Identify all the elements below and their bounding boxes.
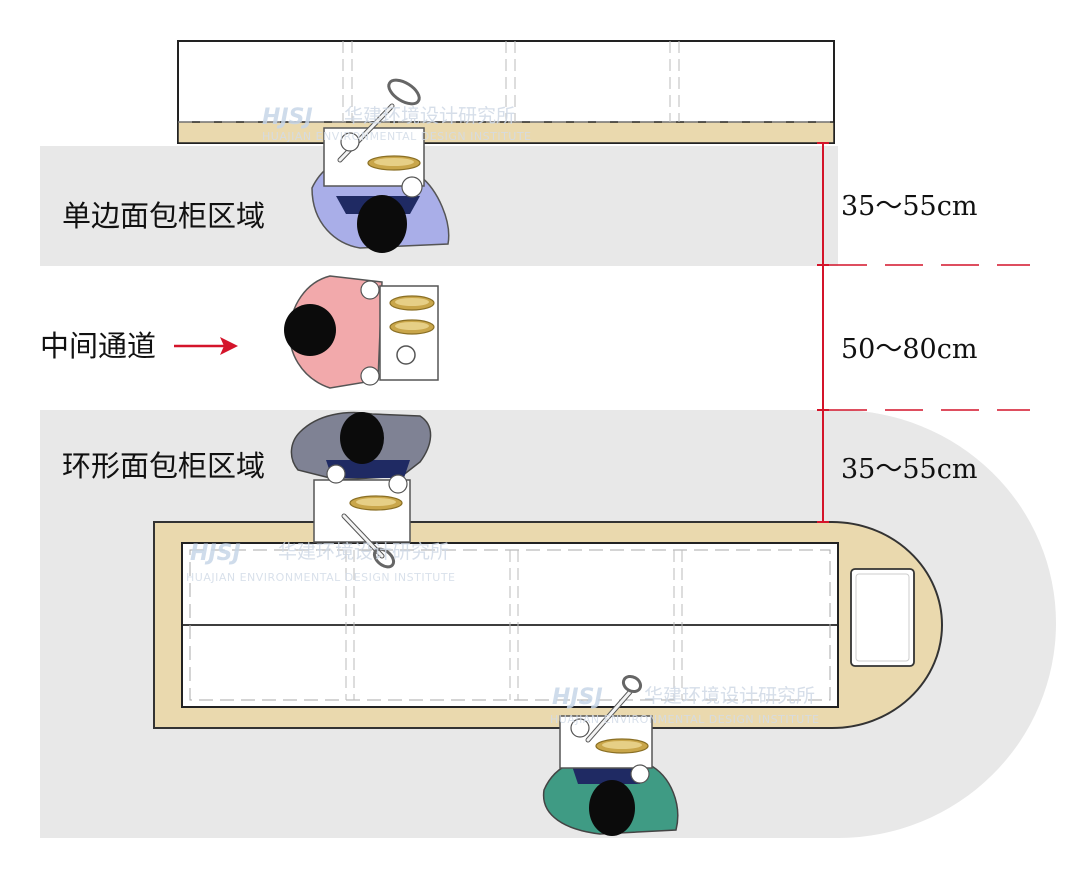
customer-green bbox=[542, 674, 679, 836]
middle-aisle-label: 中间通道 bbox=[40, 329, 156, 363]
watermark-3: HJSJ 华建环境设计研究所 HUAJIAN ENVIRONMENTAL DES… bbox=[550, 685, 820, 726]
svg-text:HUAJIAN ENVIRONMENTAL DESIGN I: HUAJIAN ENVIRONMENTAL DESIGN INSTITUTE bbox=[186, 571, 456, 584]
svg-text:华建环境设计研究所: 华建环境设计研究所 bbox=[278, 541, 449, 563]
svg-text:HJSJ: HJSJ bbox=[552, 685, 603, 710]
watermark-2: HJSJ 华建环境设计研究所 HUAJIAN ENVIRONMENTAL DES… bbox=[186, 541, 456, 584]
single-side-dimension: 35～55cm bbox=[841, 191, 977, 222]
svg-text:HUAJIAN ENVIRONMENTAL DESIGN I: HUAJIAN ENVIRONMENTAL DESIGN INSTITUTE bbox=[550, 713, 820, 726]
svg-text:HUAJIAN ENVIRONMENTAL DESIGN I: HUAJIAN ENVIRONMENTAL DESIGN INSTITUTE bbox=[262, 130, 532, 143]
ring-counter-dimension: 35～55cm bbox=[841, 454, 977, 485]
aisle-arrow-icon bbox=[174, 337, 238, 355]
svg-text:华建环境设计研究所: 华建环境设计研究所 bbox=[644, 685, 815, 707]
watermark-1: HJSJ 华建环境设计研究所 HUAJIAN ENVIRONMENTAL DES… bbox=[262, 105, 532, 143]
customer-pink bbox=[284, 275, 439, 389]
svg-text:华建环境设计研究所: 华建环境设计研究所 bbox=[344, 105, 515, 127]
svg-text:HJSJ: HJSJ bbox=[262, 105, 313, 130]
svg-text:HJSJ: HJSJ bbox=[190, 541, 241, 566]
counter-end-cabinet bbox=[850, 568, 915, 667]
customer-grey bbox=[290, 411, 432, 569]
aisle-dimension: 50～80cm bbox=[841, 334, 977, 365]
customer-blue bbox=[311, 78, 450, 253]
single-side-zone-label: 单边面包柜区域 bbox=[62, 199, 265, 233]
ring-counter-zone-label: 环形面包柜区域 bbox=[62, 449, 265, 483]
ring-counter bbox=[153, 521, 943, 729]
dimension-lines bbox=[817, 142, 1030, 523]
